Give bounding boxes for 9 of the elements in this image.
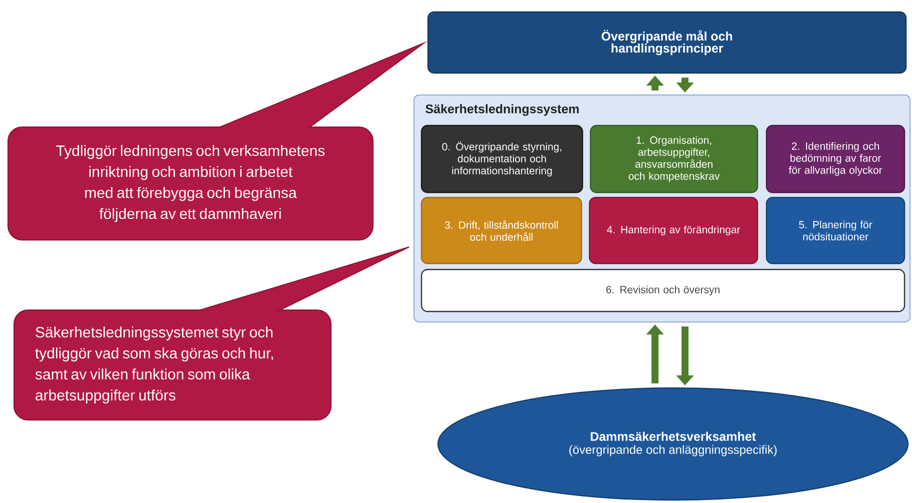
process-box: 5. Planering för nödsituationer: [766, 196, 906, 264]
callout-bubble: Säkerhetsledningssystemet styr och tydliggör vad som ska göras och hur, samt av vilken funktion som olika arbetsuppgifter utförs: [14, 246, 410, 420]
process-box: 1. Organisation, arbetsuppgifter, ansvarsområden och kompetenskrav: [590, 124, 758, 194]
process-box: 2. Identifiering och bedömning av faror för allvarliga olyckor: [766, 124, 906, 194]
process-box: 4. Hantering av förändringar: [588, 196, 758, 264]
process-box: 3. Drift, tillståndskontroll och underhåll: [420, 196, 582, 264]
goal-box: Övergripande mål och handlingsprinciper: [427, 11, 907, 74]
process-box: 6. Revision och översyn: [420, 268, 906, 312]
process-box: 0. Övergripande styrning, dokumentation och informationshantering: [420, 124, 584, 194]
